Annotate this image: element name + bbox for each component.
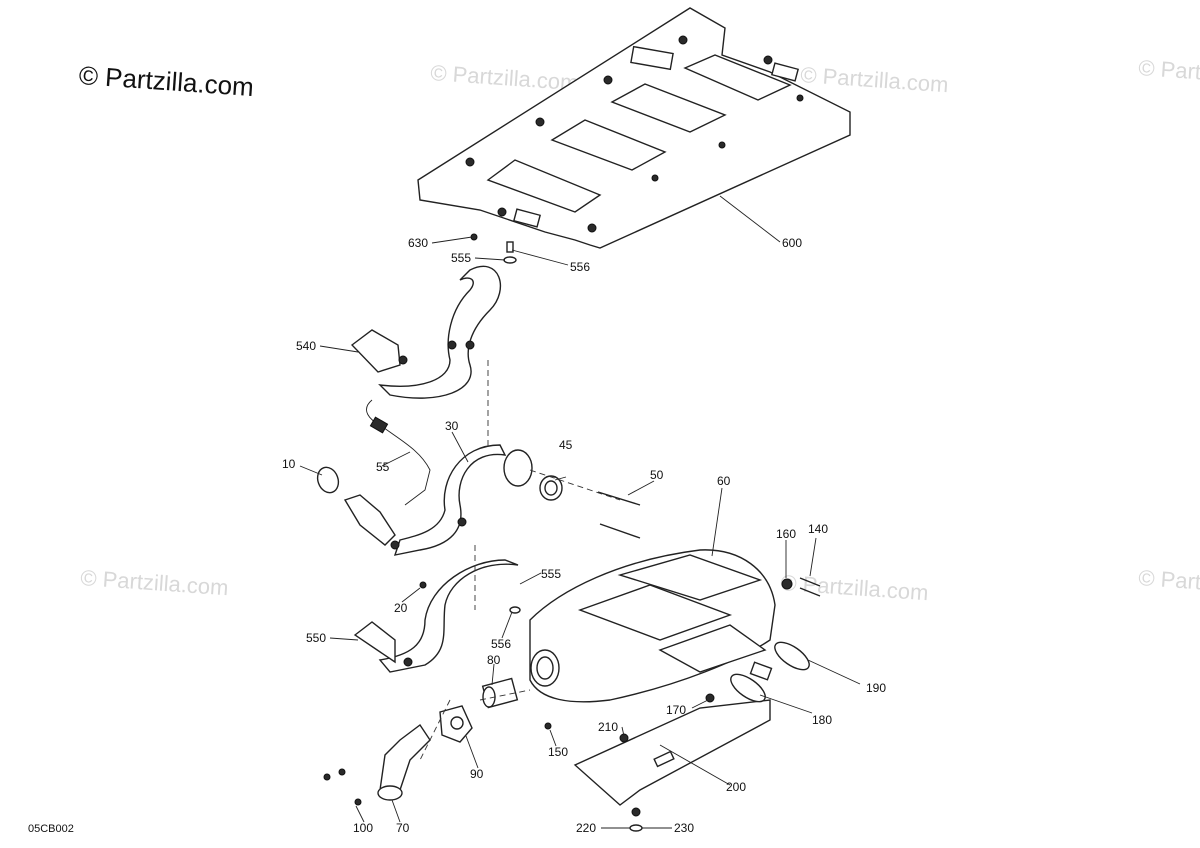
callout-600[interactable]: 600 bbox=[782, 236, 802, 250]
callout-170[interactable]: 170 bbox=[666, 703, 686, 717]
watermark-mid-left: © Partzilla.com bbox=[80, 565, 230, 600]
exhaust-gasket-10[interactable] bbox=[314, 464, 342, 495]
exhaust-gasket-45[interactable] bbox=[539, 475, 563, 501]
callout-45[interactable]: 45 bbox=[559, 438, 573, 452]
oxygen-sensor[interactable] bbox=[366, 399, 431, 506]
callout-550[interactable]: 550 bbox=[306, 631, 326, 645]
exhaust-sleeve[interactable] bbox=[481, 677, 519, 709]
upper-exhaust-pipe[interactable] bbox=[350, 265, 501, 399]
diagram-code: 05CB002 bbox=[28, 823, 74, 835]
callout-90[interactable]: 90 bbox=[470, 767, 484, 781]
callout-70[interactable]: 70 bbox=[396, 821, 410, 835]
callout-60[interactable]: 60 bbox=[717, 474, 731, 488]
assembly-lines bbox=[419, 360, 621, 761]
tailpipe-gasket[interactable] bbox=[439, 705, 473, 743]
callout-80[interactable]: 80 bbox=[487, 653, 501, 667]
callout-630[interactable]: 630 bbox=[408, 236, 428, 250]
grommet-180[interactable] bbox=[726, 669, 769, 707]
watermark-mid-right: © Partzilla.com bbox=[780, 570, 930, 605]
watermark-top-far-right: © Partzilla.com bbox=[1138, 55, 1200, 90]
grommet-190[interactable] bbox=[749, 637, 813, 681]
callout-160[interactable]: 160 bbox=[776, 527, 796, 541]
rear-exhaust-pipe[interactable] bbox=[353, 559, 519, 673]
callouts: 630 555 556 600 540 30 45 50 60 10 55 16… bbox=[282, 236, 886, 835]
callout-540[interactable]: 540 bbox=[296, 339, 316, 353]
watermark-top-center: © Partzilla.com bbox=[430, 60, 580, 95]
callout-30[interactable]: 30 bbox=[445, 419, 459, 433]
callout-150[interactable]: 150 bbox=[548, 745, 568, 759]
callout-190[interactable]: 190 bbox=[866, 681, 886, 695]
callout-200[interactable]: 200 bbox=[726, 780, 746, 794]
muffler[interactable] bbox=[529, 549, 776, 703]
callout-556-lower[interactable]: 556 bbox=[491, 637, 511, 651]
exhaust-springs[interactable] bbox=[597, 491, 641, 539]
leader-lines bbox=[299, 195, 861, 829]
callout-220[interactable]: 220 bbox=[576, 821, 596, 835]
heat-shield-plate[interactable] bbox=[417, 7, 851, 249]
callout-55[interactable]: 55 bbox=[376, 460, 390, 474]
callout-555-lower[interactable]: 555 bbox=[541, 567, 561, 581]
callout-556-upper[interactable]: 556 bbox=[570, 260, 590, 274]
callout-210[interactable]: 210 bbox=[598, 720, 618, 734]
watermark-top-right: © Partzilla.com bbox=[800, 62, 950, 97]
tailpipe[interactable] bbox=[377, 723, 431, 801]
front-exhaust-pipe[interactable] bbox=[343, 444, 533, 556]
callout-20[interactable]: 20 bbox=[394, 601, 408, 615]
callout-230[interactable]: 230 bbox=[674, 821, 694, 835]
callout-50[interactable]: 50 bbox=[650, 468, 664, 482]
callout-140[interactable]: 140 bbox=[808, 522, 828, 536]
watermark-mid-far-right: © Partzilla.com bbox=[1138, 565, 1200, 600]
callout-10[interactable]: 10 bbox=[282, 457, 296, 471]
callout-100[interactable]: 100 bbox=[353, 821, 373, 835]
callout-555-upper[interactable]: 555 bbox=[451, 251, 471, 265]
callout-180[interactable]: 180 bbox=[812, 713, 832, 727]
